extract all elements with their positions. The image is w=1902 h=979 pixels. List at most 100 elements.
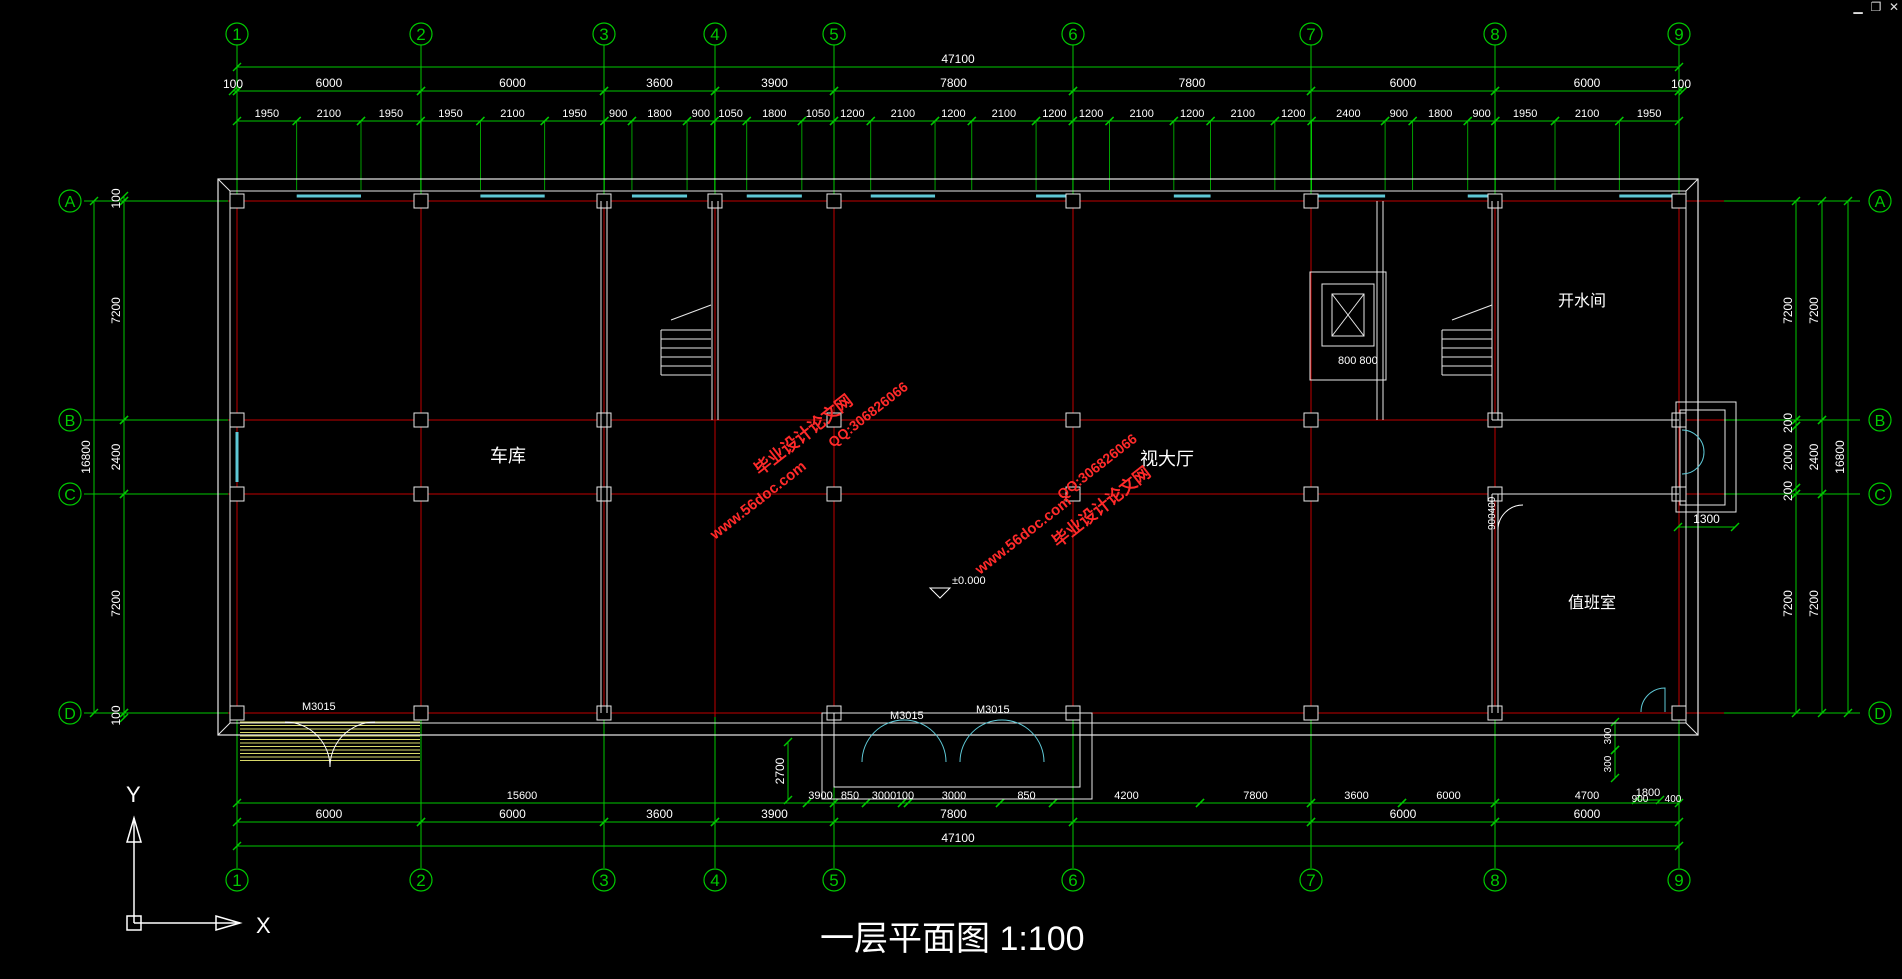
bot-r1-8-text: 7800 [1243, 790, 1267, 802]
bot-overall-tick [232, 841, 242, 851]
restore-icon[interactable]: ❐ [1870, 0, 1882, 14]
door-duty-bottom [1640, 687, 1666, 713]
column-3-2 [596, 486, 612, 502]
bot-stair-v1-text: 300 [1603, 727, 1614, 744]
ucs-x-label: X [256, 913, 271, 938]
axis-label-col-9-bottom: 9 [1674, 871, 1683, 890]
column-5-1 [826, 412, 842, 428]
bot-r1-10-text: 6000 [1436, 790, 1460, 802]
left-overall-text: 16800 [79, 440, 93, 474]
window-controls: ▁ ❐ ✕ [1852, 0, 1900, 14]
axis-label-row-B-left: B [65, 413, 76, 430]
column-1-3 [229, 705, 245, 721]
bot-r2-5-text: 6000 [1390, 807, 1417, 821]
bot-small-1800-tick [1631, 795, 1641, 805]
room-garage: 车库 [490, 446, 526, 466]
axis-label-col-2-bottom: 2 [416, 871, 425, 890]
axis-label-row-B-right: B [1875, 413, 1886, 430]
close-icon[interactable]: ✕ [1888, 0, 1900, 14]
bot-r2-6-tick [1490, 817, 1500, 827]
right-part-4-text: 7200 [1781, 590, 1795, 617]
right-outer-2-text: 7200 [1807, 590, 1821, 617]
bot-r1-2-text: 850 [841, 790, 859, 802]
top-open-16-text: 1200 [1042, 108, 1066, 120]
top-open-18-text: 2100 [1129, 108, 1153, 120]
stair-left-arrow [670, 304, 712, 321]
axis-bubble-col-7-bottom [1299, 868, 1323, 892]
left-part-4-tick [119, 713, 129, 723]
bot-r2-3-text: 3900 [761, 807, 788, 821]
wall-corner-2 [217, 722, 231, 736]
left-part-3-text: 7200 [109, 590, 123, 617]
right-outer-0-text: 7200 [1807, 297, 1821, 324]
top-bay-3-text: 3900 [761, 76, 788, 90]
top-open-25-text: 900 [1472, 108, 1490, 120]
elevator-inner [1331, 293, 1365, 337]
right-overall-text: 16800 [1833, 440, 1847, 474]
side-canopy [1675, 401, 1737, 513]
axis-bubble-col-5-bottom [822, 868, 846, 892]
bot-r1-1-text: 3900 [808, 790, 832, 802]
axis-bubble-row-D-right [1868, 701, 1892, 725]
top-bay-2-tick [599, 86, 609, 96]
top-open-17-text: 1200 [1079, 108, 1103, 120]
top-bay-7-text: 6000 [1574, 76, 1601, 90]
small-door-dims: 900400 [1487, 496, 1498, 530]
bot-r2-0-tick [232, 817, 242, 827]
door-label-m3015-a: M3015 [302, 701, 336, 713]
top-open-5-text: 1950 [562, 108, 586, 120]
axis-label-col-5-top: 5 [829, 25, 838, 44]
right-part-0-text: 7200 [1781, 297, 1795, 324]
axis-bubble-col-5-top [822, 22, 846, 46]
minimize-icon[interactable]: ▁ [1853, 0, 1863, 14]
column-7-2 [1303, 486, 1319, 502]
bot-r1-4-text: 100 [896, 790, 914, 802]
left-overall-tick [89, 196, 99, 206]
entrance-canopy-inner [833, 712, 1081, 788]
bot-r1-10-tick [1397, 798, 1407, 808]
side-door-arc [1681, 429, 1705, 475]
column-8-0 [1487, 193, 1503, 209]
bot-r2-4-tick [829, 817, 839, 827]
bot-small-1800-text: 1800 [1636, 787, 1660, 799]
bot-r1-1-tick [802, 798, 812, 808]
bot-r1-6-text: 850 [1017, 790, 1035, 802]
axis-bubble-row-C-right [1868, 482, 1892, 506]
right-outer-1-text: 2400 [1807, 443, 1821, 470]
elevator-shaft [1309, 271, 1387, 381]
column-6-1 [1065, 412, 1081, 428]
wall-corner-1 [1685, 178, 1699, 192]
top-bay-0-tick [232, 86, 242, 96]
side-canopy-inner [1679, 409, 1726, 506]
top-bay-1-tick [416, 86, 426, 96]
axis-bubble-col-2-bottom [409, 868, 433, 892]
ucs-y-label: Y [126, 782, 141, 807]
top-open-20-text: 2100 [1230, 108, 1254, 120]
axis-label-col-6-top: 6 [1068, 25, 1077, 44]
bot-r1-5-text: 3000 [942, 790, 966, 802]
wall-corner-3 [1685, 722, 1699, 736]
column-1-2 [229, 486, 245, 502]
column-8-3 [1487, 705, 1503, 721]
left-part-2-tick [119, 415, 129, 425]
axis-label-row-A-left: A [65, 194, 76, 211]
right-part-4-tick [1791, 708, 1801, 718]
left-part-3-tick [119, 489, 129, 499]
top-open-14-text: 1200 [941, 108, 965, 120]
right-part-2-tick [1791, 421, 1801, 431]
column-3-0 [596, 193, 612, 209]
top-bay-1-text: 6000 [499, 76, 526, 90]
elevator-car [1321, 283, 1375, 347]
axis-bubble-row-C-left [58, 482, 82, 506]
axis-bubble-col-3-bottom [592, 868, 616, 892]
left-part-0-tick [119, 191, 129, 201]
bot-r1-0-tick [232, 798, 242, 808]
bot-overall-tick [1674, 841, 1684, 851]
bot-r2-2-text: 3600 [646, 807, 673, 821]
bot-r1-11-tick [1490, 798, 1500, 808]
level-triangle [928, 587, 952, 599]
top-off-r-tick [1678, 86, 1688, 96]
bot-r1-5-tick [903, 798, 913, 808]
elevator-x2 [1331, 293, 1365, 337]
